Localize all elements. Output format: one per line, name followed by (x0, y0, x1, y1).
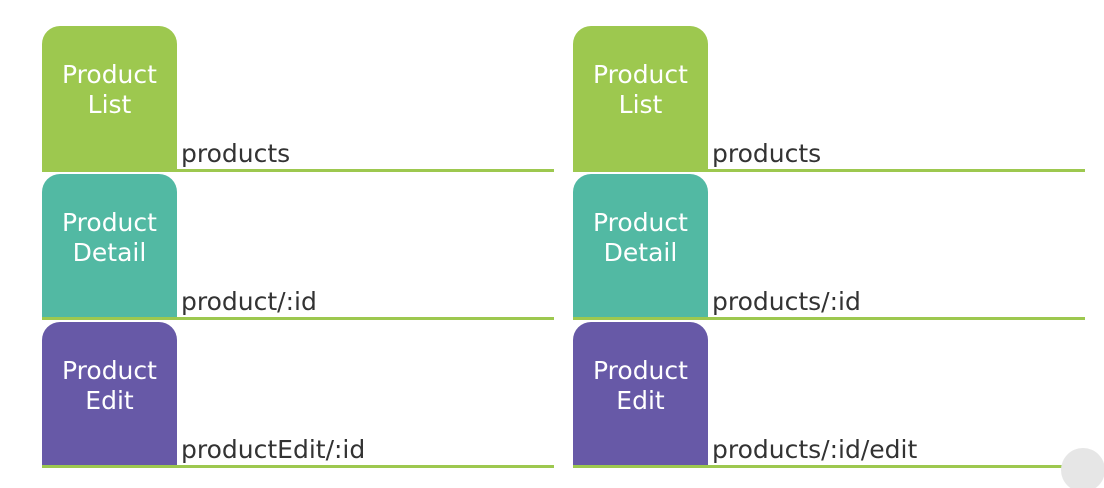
route-underline (573, 169, 1085, 172)
route-path: product/:id (181, 287, 317, 316)
tile-label: Product List (62, 59, 157, 119)
route-underline (573, 317, 1085, 320)
route-row-product-list: Product List products (573, 26, 1085, 174)
tile-label: Product Detail (593, 207, 688, 267)
product-list-tile: Product List (573, 26, 708, 169)
route-row-product-detail: Product Detail products/:id (573, 174, 1085, 322)
route-path: products (181, 139, 291, 168)
product-list-tile: Product List (42, 26, 177, 169)
route-row-product-detail: Product Detail product/:id (42, 174, 554, 322)
product-edit-tile: Product Edit (42, 322, 177, 465)
route-column-after: Product List products Product Detail pro… (573, 26, 1104, 488)
route-underline (573, 465, 1085, 468)
route-row-product-edit: Product Edit products/:id/edit (573, 322, 1085, 470)
product-edit-tile: Product Edit (573, 322, 708, 465)
tile-label: Product Edit (593, 355, 688, 415)
route-underline (42, 169, 554, 172)
route-path: productEdit/:id (181, 435, 366, 464)
tile-label: Product Detail (62, 207, 157, 267)
route-row-product-list: Product List products (42, 26, 554, 174)
tile-label: Product List (593, 59, 688, 119)
route-path: products/:id/edit (712, 435, 918, 464)
route-underline (42, 317, 554, 320)
route-column-before: Product List products Product Detail pro… (42, 26, 554, 470)
tile-label: Product Edit (62, 355, 157, 415)
product-detail-tile: Product Detail (573, 174, 708, 317)
corner-scroll-button[interactable] (1061, 448, 1104, 488)
product-detail-tile: Product Detail (42, 174, 177, 317)
route-path: products/:id (712, 287, 861, 316)
route-path: products (712, 139, 822, 168)
route-underline (42, 465, 554, 468)
route-row-product-edit: Product Edit productEdit/:id (42, 322, 554, 470)
